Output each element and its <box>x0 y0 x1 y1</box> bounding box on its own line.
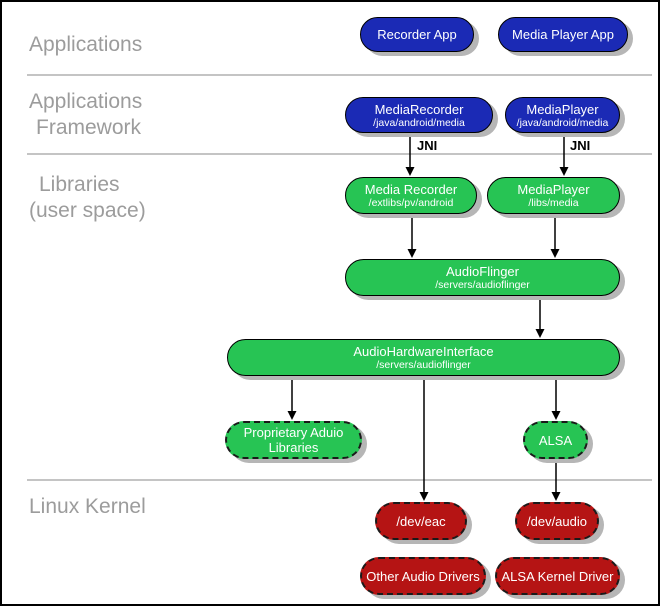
node-mediaplayer-framework-label: MediaPlayer <box>526 101 599 117</box>
node-other-audio-drivers-label: Other Audio Drivers <box>366 568 480 584</box>
node-other-audio-drivers: Other Audio Drivers <box>360 557 486 595</box>
section-label-applications-framework-line2: Framework <box>36 116 142 139</box>
node-media-recorder-library-label: Media Recorder <box>364 182 458 197</box>
node-audiohardwareinterface: AudioHardwareInterface /servers/audiofli… <box>227 339 620 376</box>
node-mediaplayer-library: MediaPlayer /libs/media <box>487 177 620 214</box>
node-dev-audio: /dev/audio <box>515 502 599 540</box>
node-audiohardwareinterface-path: /servers/audioflinger <box>376 359 471 371</box>
section-label-applications-framework-line1: Applications <box>29 90 143 113</box>
jni-label-right: JNI <box>570 138 591 153</box>
node-proprietary-audio-libraries-label: Proprietary Aduio Libraries <box>243 425 344 455</box>
node-mediarecorder-framework: MediaRecorder /java/android/media <box>345 97 493 133</box>
node-proprietary-audio-libraries: Proprietary Aduio Libraries <box>225 421 362 459</box>
node-audioflinger: AudioFlinger /servers/audioflinger <box>345 259 620 296</box>
section-label-applications: Applications <box>29 33 143 56</box>
node-mediaplayer-framework: MediaPlayer /java/android/media <box>505 97 620 133</box>
node-media-player-app-label: Media Player App <box>512 27 614 42</box>
node-recorder-app: Recorder App <box>360 17 474 52</box>
node-alsa: ALSA <box>523 421 588 459</box>
section-label-libraries-line2: (user space) <box>29 199 146 222</box>
node-dev-eac: /dev/eac <box>375 502 467 540</box>
node-media-recorder-library-path: /extlibs/pv/android <box>368 197 454 209</box>
section-label-libraries-line1: Libraries <box>39 173 120 196</box>
node-audiohardwareinterface-label: AudioHardwareInterface <box>353 344 494 359</box>
node-audioflinger-path: /servers/audioflinger <box>435 279 530 291</box>
node-media-recorder-library: Media Recorder /extlibs/pv/android <box>345 177 477 214</box>
node-alsa-label: ALSA <box>538 432 573 448</box>
section-label-linux-kernel: Linux Kernel <box>29 495 146 518</box>
jni-label-left: JNI <box>417 138 438 153</box>
node-mediaplayer-library-label: MediaPlayer <box>517 182 590 197</box>
node-audioflinger-label: AudioFlinger <box>446 264 519 279</box>
node-mediarecorder-framework-path: /java/android/media <box>373 116 465 129</box>
node-mediarecorder-framework-label: MediaRecorder <box>374 101 464 117</box>
node-dev-audio-label: /dev/audio <box>527 513 587 529</box>
section-label-applications-framework: Applications Framework <box>29 89 142 141</box>
section-label-libraries: Libraries (user space) <box>29 172 146 224</box>
node-alsa-kernel-driver: ALSA Kernel Driver <box>495 557 620 595</box>
node-mediaplayer-library-path: /libs/media <box>528 197 579 209</box>
node-media-player-app: Media Player App <box>498 17 628 52</box>
node-recorder-app-label: Recorder App <box>377 27 457 42</box>
node-mediaplayer-framework-path: /java/android/media <box>516 116 609 129</box>
node-dev-eac-label: /dev/eac <box>396 513 446 529</box>
node-alsa-kernel-driver-label: ALSA Kernel Driver <box>501 568 614 584</box>
